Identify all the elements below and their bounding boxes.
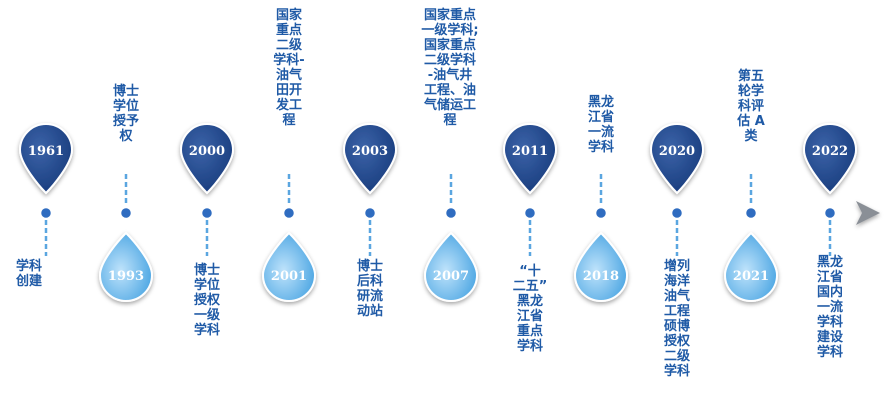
year-label: 2018 <box>583 269 619 284</box>
axis-dot <box>594 206 608 220</box>
timeline-event-2020: 2020 <box>649 123 705 256</box>
event-description-2011: “十 二五” 黑龙 江省 重点 学科 <box>512 264 548 354</box>
timeline-event-2011: 2011 <box>502 123 558 256</box>
axis-dot <box>363 206 377 220</box>
year-label: 2000 <box>189 144 225 159</box>
year-marker-light <box>723 231 779 302</box>
event-description-2020: 增列 海洋 油气 工程 硕博 授权 二级 学科 <box>663 259 690 379</box>
timeline-event-1961: 1961 <box>18 123 74 256</box>
event-description-2001: 国家 重点 二级 学科- 油气 田开 发工 程 <box>273 8 305 128</box>
event-description-2018: 黑龙 江省 一流 学科 <box>587 95 614 155</box>
year-marker-light <box>423 231 479 302</box>
year-label: 1993 <box>108 269 144 284</box>
timeline-event-2021: 2021 <box>723 174 779 302</box>
event-description-2000: 博士 学位 授权 一级 学科 <box>193 263 220 338</box>
event-description-2007: 国家重点 一级学科; 国家重点 二级学科 -油气井 工程、油 气储运工 程 <box>421 8 479 128</box>
axis-arrow-head <box>856 201 880 225</box>
year-marker-dark <box>179 123 235 195</box>
year-label: 2022 <box>812 144 848 159</box>
timeline-axis <box>30 201 880 225</box>
axis-dot <box>670 206 684 220</box>
event-description-1993: 博士 学位 授予 权 <box>112 84 139 144</box>
event-description-1961: 学科 创建 <box>15 259 42 289</box>
year-marker-dark <box>649 123 705 195</box>
timeline-event-2001: 2001 <box>261 174 317 302</box>
timeline-event-2007: 2007 <box>423 174 479 302</box>
axis-dot <box>444 206 458 220</box>
year-label: 1961 <box>28 144 64 159</box>
year-label: 2001 <box>271 269 307 284</box>
axis-dot <box>282 206 296 220</box>
year-label: 2003 <box>352 144 388 159</box>
year-marker-light <box>573 231 629 302</box>
axis-dot <box>744 206 758 220</box>
axis-dot <box>823 206 837 220</box>
timeline-event-2003: 2003 <box>342 123 398 256</box>
axis-dot <box>39 206 53 220</box>
timeline-event-2018: 2018 <box>573 174 629 302</box>
axis-dot <box>119 206 133 220</box>
year-label: 2007 <box>433 269 469 284</box>
year-marker-dark <box>342 123 398 195</box>
axis-dot <box>200 206 214 220</box>
timeline-event-1993: 1993 <box>98 174 154 302</box>
timeline-event-2000: 2000 <box>179 123 235 256</box>
event-description-2003: 博士 后科 研流 动站 <box>356 259 383 319</box>
year-marker-light <box>261 231 317 302</box>
year-label: 2020 <box>659 144 695 159</box>
year-marker-dark <box>502 123 558 195</box>
timeline-event-2022: 2022 <box>802 123 858 256</box>
year-marker-dark <box>802 123 858 195</box>
year-label: 2021 <box>733 269 769 284</box>
year-marker-light <box>98 231 154 302</box>
year-marker-dark <box>18 123 74 195</box>
event-description-2022: 黑龙 江省 国内 一流 学科 建设 学科 <box>816 255 843 360</box>
axis-dot <box>523 206 537 220</box>
event-description-2021: 第五 轮学 科评 估 A 类 <box>737 69 765 144</box>
year-label: 2011 <box>512 144 548 159</box>
